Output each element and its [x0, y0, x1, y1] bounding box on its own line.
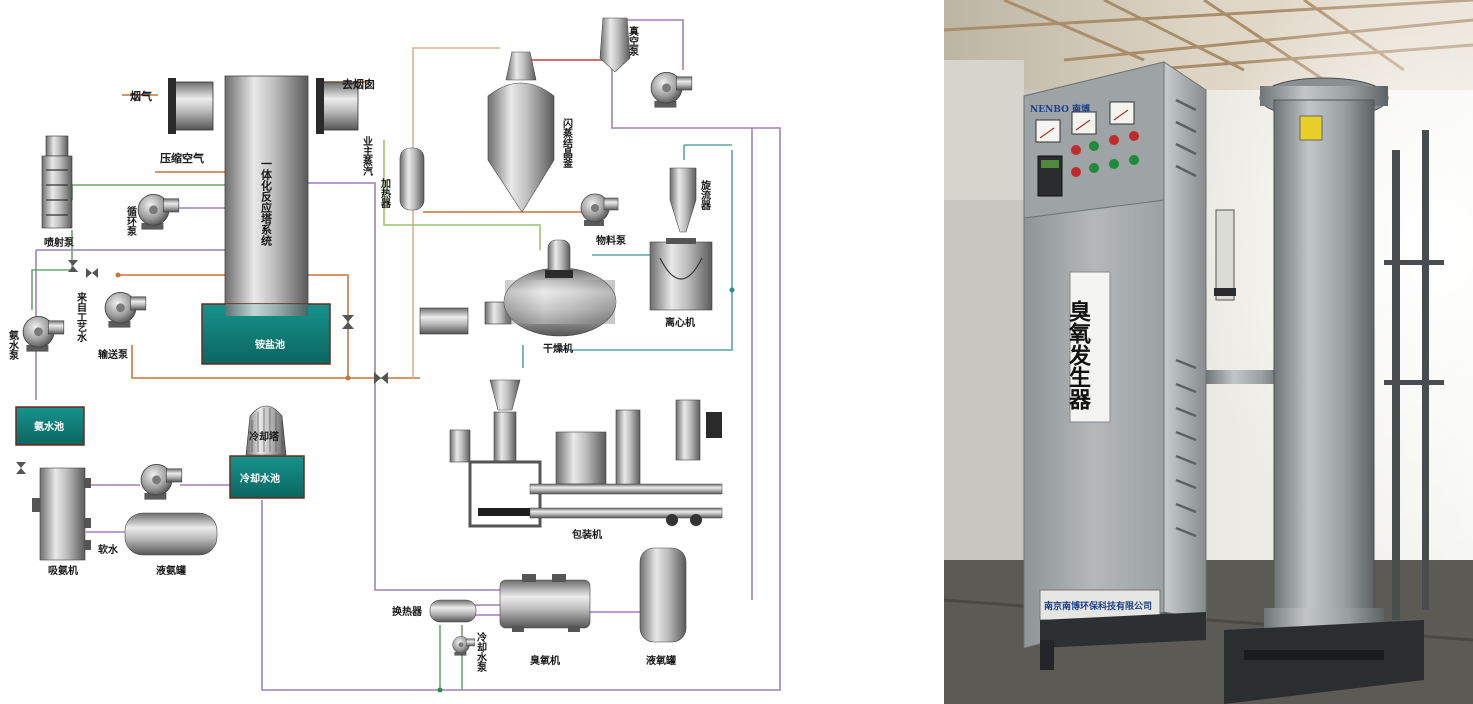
- label-flash-crystallizer: 闪蒸结晶釜: [561, 117, 574, 168]
- label-cooling-tower: 冷却塔: [249, 430, 280, 443]
- label-ammonium-tank: 铵盐池: [255, 338, 285, 351]
- label-owner-steam: 业主蒸汽: [361, 135, 373, 177]
- ozone-generator-photo: NENBO 南博 臭氧发生器 南京南博环保科技有限公司: [944, 0, 1473, 704]
- ammonia-pump-icon: [22, 315, 65, 353]
- label-ammonia-pump: 氨水泵: [7, 329, 20, 361]
- label-cw-pump: 冷却水泵: [475, 631, 488, 673]
- label-vacuum-pump: 真空泵: [627, 25, 639, 57]
- label-material-pump: 物料泵: [596, 234, 627, 247]
- label-ozone-machine: 臭氧机: [530, 654, 560, 667]
- label-ammonia-pool: 氨水池: [34, 420, 64, 433]
- label-liquid-oxygen-tank: 液氧罐: [646, 654, 676, 667]
- label-jet-pump: 喷射泵: [44, 236, 75, 249]
- absorber-pump-icon: [140, 463, 183, 501]
- label-centrifuge: 离心机: [665, 316, 695, 329]
- label-process-water: 来自工艺水: [75, 291, 88, 343]
- label-circ-pump: 循环泵: [125, 205, 137, 237]
- company-plate: 南京南博环保科技有限公司: [1044, 600, 1152, 612]
- label-to-chimney: 去烟囱: [342, 77, 375, 91]
- label-transfer-pump: 输送泵: [98, 348, 129, 361]
- label-flue-gas: 烟气: [130, 89, 152, 103]
- product-sign: 臭氧发生器: [1065, 299, 1092, 411]
- ammeter-gauges: [1035, 101, 1135, 143]
- label-soft-water: 软水: [98, 543, 119, 556]
- cw-pump-icon: [452, 636, 476, 656]
- vacuum-pump-rotary-icon: [650, 71, 693, 109]
- label-dryer: 干燥机: [543, 342, 573, 355]
- label-heater: 加热器: [379, 177, 392, 209]
- label-cooling-pool: 冷却水池: [240, 472, 280, 485]
- label-cyclone: 旋流器: [699, 179, 712, 211]
- label-packing-machine: 包装机: [572, 528, 602, 541]
- control-buttons: [1071, 131, 1139, 177]
- label-heat-exchanger: 换热器: [392, 605, 423, 618]
- label-tower: 一体化反应塔系统: [260, 158, 273, 247]
- circ-pump-icon: [137, 193, 180, 231]
- process-flow-diagram: 烟气 去烟囱 压缩空气 一体化反应塔系统 铵盐池 喷射泵 循环泵 来自工艺水 输…: [7, 17, 781, 693]
- label-liquid-ammonia-tank: 液氨罐: [156, 564, 186, 577]
- transfer-pump-icon: [104, 291, 147, 329]
- label-compressed-air: 压缩空气: [160, 151, 204, 165]
- material-pump-icon: [580, 193, 619, 227]
- label-absorber: 吸氨机: [48, 564, 78, 577]
